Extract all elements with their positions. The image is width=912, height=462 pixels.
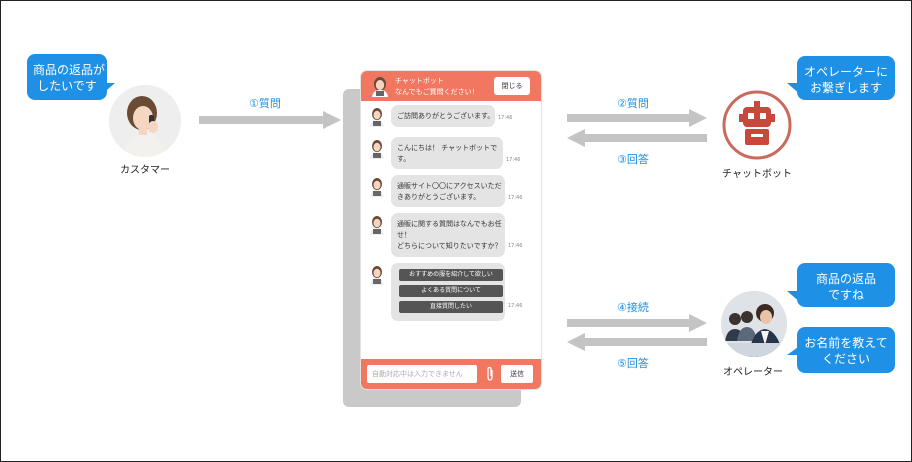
chatbot-speech-bubble: オペレーターに お繋ぎします bbox=[797, 56, 895, 100]
message-time: 17:46 bbox=[498, 115, 513, 121]
message-bubble: こんにちは！ チャットボットで す。 bbox=[391, 137, 503, 169]
operator-bubble1-line-1: 商品の返品 bbox=[815, 272, 876, 286]
message-text: きありがとうございます。 bbox=[397, 193, 481, 201]
chat-message: 通販サイト〇〇にアクセスいただ きありがとうございます。 17:46 bbox=[361, 175, 541, 207]
operator-bubble1-line-2: ですね bbox=[827, 288, 864, 302]
customer-bubble-line-1: 商品の返品が bbox=[33, 63, 106, 77]
message-text: どちらについて知りたいですか？ bbox=[397, 242, 502, 250]
close-button[interactable]: 閉じる bbox=[494, 77, 530, 95]
message-text: 通販サイト〇〇にアクセスいただ bbox=[397, 182, 502, 190]
message-text: す。 bbox=[397, 155, 411, 163]
arrow-right-4 bbox=[567, 314, 707, 332]
customer-label: カスタマー bbox=[120, 165, 170, 176]
message-bubble: ご訪問ありがとうございます。 bbox=[391, 105, 495, 127]
header-bot-avatar-icon bbox=[372, 77, 388, 97]
bot-avatar-icon bbox=[370, 178, 384, 197]
chat-message: ご訪問ありがとうございます。 17:46 bbox=[361, 105, 541, 127]
operator-label: オペレーター bbox=[723, 367, 783, 378]
option-button-recommend[interactable]: おすすめの服を紹介して欲しい bbox=[399, 269, 503, 281]
message-time: 17:46 bbox=[508, 303, 523, 309]
operator-speech-bubble-2: お名前を教えて ください bbox=[797, 327, 895, 373]
message-text: ご訪問ありがとうございます。 bbox=[397, 112, 495, 120]
customer-bubble-tail bbox=[101, 83, 115, 95]
operator-people-icon bbox=[721, 291, 787, 357]
chatbot-phone-mockup: チャットボット なんでもご質問ください！ 閉じる ご訪問ありがとうございます。 … bbox=[361, 71, 541, 389]
message-text: 通販に関する質問はなんでもお任 bbox=[397, 220, 502, 228]
chat-message: こんにちは！ チャットボットで す。 17:46 bbox=[361, 137, 541, 169]
arrow-right-1 bbox=[199, 111, 341, 129]
bot-avatar-icon bbox=[370, 108, 384, 127]
message-bubble: 通販に関する質問はなんでもお任 せ！ どちらについて知りたいですか？ bbox=[391, 213, 505, 257]
bot-avatar-icon bbox=[370, 140, 384, 159]
send-button[interactable]: 送信 bbox=[501, 365, 533, 383]
chat-header: チャットボット なんでもご質問ください！ 閉じる bbox=[361, 71, 541, 101]
chatbot-label: チャットボット bbox=[722, 169, 792, 180]
operator-speech-bubble-1: 商品の返品 ですね bbox=[797, 263, 895, 307]
option-button-faq[interactable]: よくある質問について bbox=[399, 285, 503, 297]
bot-avatar-icon bbox=[370, 216, 384, 235]
arrow-left-3 bbox=[567, 129, 707, 147]
message-bubble: 通販サイト〇〇にアクセスいただ きありがとうございます。 bbox=[391, 175, 505, 207]
chat-header-subtitle: なんでもご質問ください！ bbox=[395, 88, 479, 96]
chat-input-bar: 自動対応中は入力できません 送信 bbox=[361, 359, 541, 389]
chatbot-bubble-line-2: お繋ぎします bbox=[809, 81, 882, 95]
operator-bubble1-tail bbox=[787, 291, 801, 303]
arrow-label-1: ①質問 bbox=[249, 97, 281, 110]
arrow-label-2: ②質問 bbox=[617, 97, 649, 110]
message-text: こんにちは！ チャットボットで bbox=[397, 144, 498, 152]
arrow-right-2 bbox=[567, 109, 707, 127]
arrow-left-5 bbox=[567, 333, 707, 351]
chat-input-field[interactable]: 自動対応中は入力できません bbox=[367, 365, 477, 383]
chat-header-title: チャットボット bbox=[395, 77, 444, 85]
chatbot-bubble-tail bbox=[787, 83, 801, 95]
chat-message: 通販に関する質問はなんでもお任 せ！ どちらについて知りたいですか？ 17:46 bbox=[361, 213, 541, 257]
arrow-label-5: ⑤回答 bbox=[617, 357, 649, 370]
chat-options-message: おすすめの服を紹介して欲しい よくある質問について 直接質問したい 17:46 bbox=[361, 263, 541, 321]
bot-avatar-icon bbox=[370, 266, 384, 285]
message-text: せ！ bbox=[397, 231, 411, 239]
operator-bubble2-line-1: お名前を教えて bbox=[804, 336, 888, 350]
operator-bubble2-tail bbox=[787, 345, 801, 355]
message-time: 17:46 bbox=[508, 195, 523, 201]
customer-woman-icon bbox=[109, 85, 181, 157]
arrow-label-3: ③回答 bbox=[617, 153, 649, 166]
customer-avatar bbox=[109, 85, 181, 157]
customer-bubble-line-2: したいです bbox=[37, 79, 97, 93]
robot-icon bbox=[722, 90, 792, 160]
arrow-label-4: ④接続 bbox=[617, 301, 649, 314]
chatbot-bubble-line-1: オペレーターに bbox=[803, 65, 888, 79]
option-button-ask-directly[interactable]: 直接質問したい bbox=[399, 301, 503, 313]
operator-avatar bbox=[721, 291, 787, 357]
customer-speech-bubble: 商品の返品が したいです bbox=[27, 54, 107, 100]
operator-bubble2-line-2: ください bbox=[821, 352, 870, 366]
message-time: 17:46 bbox=[506, 157, 521, 163]
paperclip-icon[interactable] bbox=[485, 366, 495, 382]
message-time: 17:46 bbox=[508, 243, 523, 249]
